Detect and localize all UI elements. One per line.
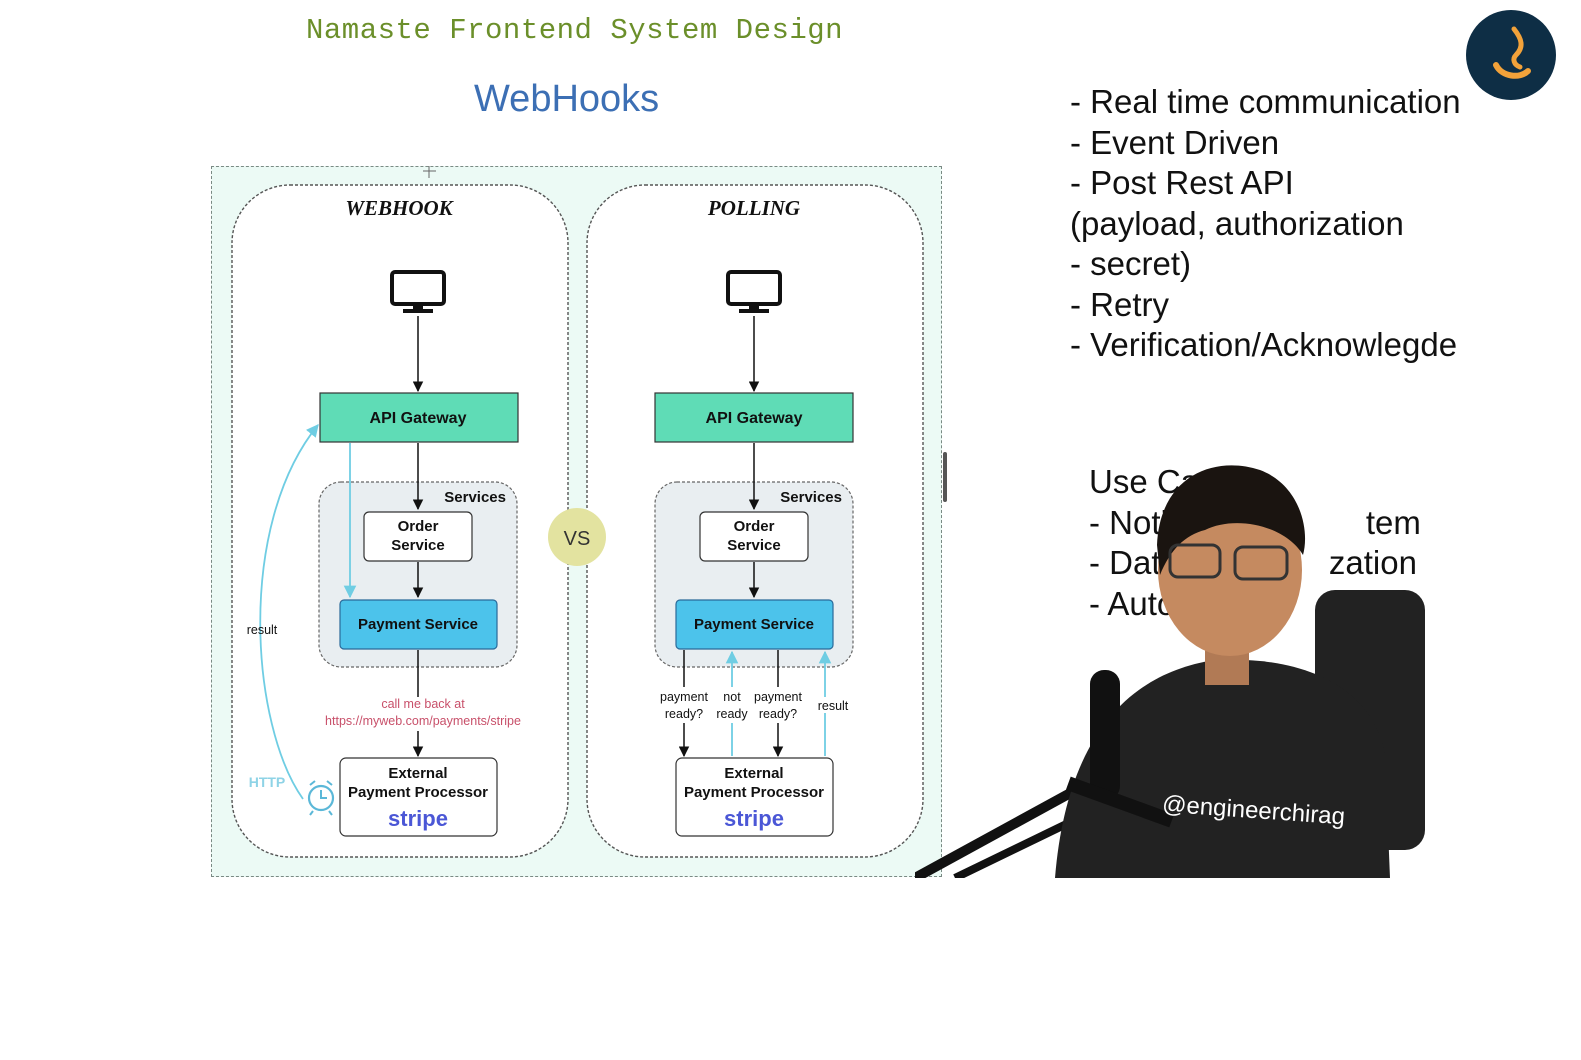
stripe-logo: stripe [724, 806, 784, 831]
note-item: - Retry [1070, 285, 1169, 323]
stripe-logo: stripe [388, 806, 448, 831]
result-callback-arrow [259, 424, 319, 800]
svg-text:Order: Order [398, 518, 439, 535]
svg-text:https://myweb.com/payments/str: https://myweb.com/payments/stripe [325, 714, 521, 728]
services-label: Services [444, 489, 506, 506]
svg-text:API Gateway: API Gateway [706, 410, 803, 427]
vs-badge [548, 508, 606, 566]
api-gateway-label: API Gateway [370, 410, 467, 427]
flame-logo-icon [1493, 26, 1531, 79]
note-item: - Post Rest API [1070, 164, 1294, 201]
svg-text:Order: Order [734, 518, 775, 535]
svg-text:External: External [388, 765, 447, 782]
presenter-video [915, 465, 1425, 878]
api-gateway-box [319, 392, 519, 443]
svg-text:ready: ready [716, 707, 748, 721]
note-item: - Event Driven [1070, 123, 1280, 161]
svg-text:Service: Service [727, 537, 780, 554]
payment-service-box [675, 599, 834, 650]
svg-text:HTTP: HTTP [249, 774, 286, 790]
svg-text:ready?: ready? [759, 707, 797, 721]
svg-text:External: External [724, 765, 783, 782]
order-service-box [699, 511, 809, 562]
svg-text:Payment Service: Payment Service [694, 616, 814, 633]
payment-service-label: Payment Service [358, 616, 478, 633]
webhook-lane-title: WEBHOOK [345, 196, 454, 220]
svg-text:result: result [818, 699, 849, 713]
channel-logo [1466, 10, 1556, 100]
client-monitor-icon [726, 270, 782, 313]
note-item: - Verification/Acknowlegde [1070, 326, 1458, 363]
alarm-clock-icon [307, 780, 335, 816]
svg-text:Services: Services [780, 489, 842, 506]
external-processor-box [339, 757, 498, 837]
svg-text:payment: payment [754, 690, 802, 704]
note-item: - Real time communication [1070, 83, 1461, 120]
svg-text:payment: payment [660, 690, 708, 704]
slide-title: WebHooks [474, 78, 660, 120]
svg-text:Service: Service [391, 537, 444, 554]
svg-text:Payment Processor: Payment Processor [348, 784, 488, 801]
note-item: - secret) [1070, 245, 1192, 282]
notes-list: - Real time communication - Event Driven… [1070, 82, 1461, 366]
svg-text:not: not [723, 690, 741, 704]
external-processor-box [675, 757, 834, 837]
webhook-vs-polling-diagram: WEBHOOK API Gateway Services Order Servi… [231, 166, 924, 858]
polling-lane-title: POLLING [707, 196, 800, 220]
order-service-box [363, 511, 473, 562]
client-monitor-icon [390, 270, 446, 313]
note-item: (payload, authorization [1070, 204, 1404, 242]
svg-text:VS: VS [564, 528, 591, 550]
svg-text:Payment Processor: Payment Processor [684, 784, 824, 801]
svg-text:result: result [247, 623, 278, 637]
svg-text:call me back at: call me back at [381, 697, 465, 711]
scroll-handle[interactable] [943, 452, 947, 502]
course-header: Namaste Frontend System Design [306, 14, 844, 47]
payment-service-box [339, 599, 498, 650]
svg-text:ready?: ready? [665, 707, 703, 721]
api-gateway-box [654, 392, 854, 443]
